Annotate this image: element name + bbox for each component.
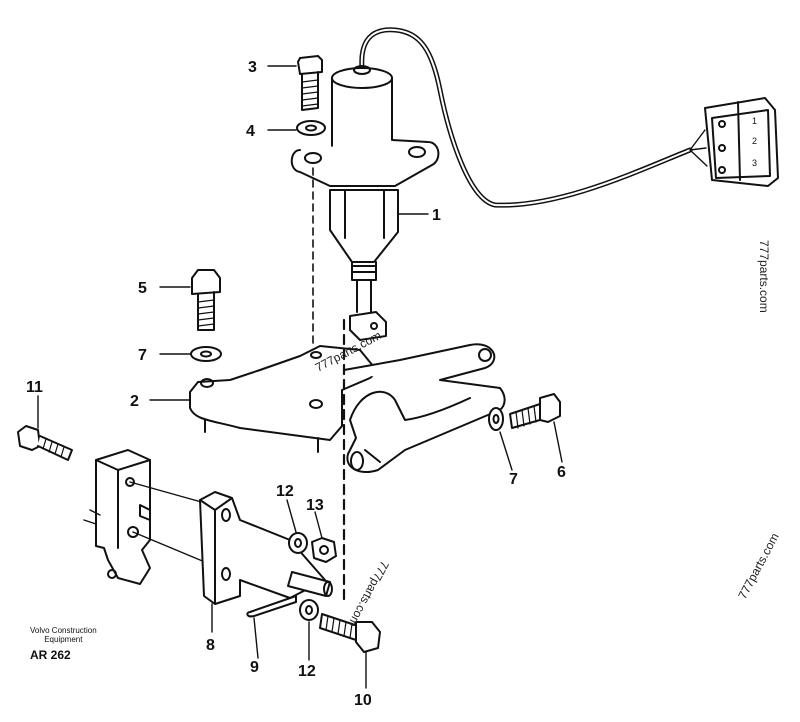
washer-4 (296, 120, 326, 136)
watermark: 777parts.com (757, 240, 771, 313)
callout-1: 1 (432, 207, 441, 224)
callout-10: 10 (354, 692, 372, 709)
callout-8: 8 (206, 637, 215, 654)
callout-3: 3 (248, 59, 257, 76)
bolt-3 (297, 55, 323, 111)
rod-end-clamp (83, 449, 151, 585)
callout-13: 13 (306, 497, 324, 514)
callout-6: 6 (557, 464, 566, 481)
washer-7-upper (190, 346, 222, 362)
nut-13 (311, 537, 337, 563)
callout-12-lower: 12 (298, 663, 316, 680)
split-pin-9 (246, 595, 297, 618)
callout-2: 2 (130, 393, 139, 410)
callout-11: 11 (26, 379, 43, 396)
callout-5: 5 (138, 280, 147, 297)
callout-4: 4 (246, 123, 255, 140)
washer-12-lower (299, 599, 319, 621)
bolt-10 (319, 613, 381, 653)
watermark: 777parts.com (345, 559, 391, 630)
figure-reference: AR 262 (30, 648, 71, 662)
connector-pin-3: 3 (752, 158, 757, 168)
pin-shaft (287, 571, 333, 597)
caption-line-2: Equipment (44, 635, 83, 644)
bolt-5 (191, 269, 221, 331)
solenoid-cable (359, 27, 693, 208)
electrical-connector (689, 97, 779, 187)
callout-12-upper: 12 (276, 483, 294, 500)
caption-line-1: Volvo Construction (30, 626, 97, 635)
connector-pin-2: 2 (752, 136, 757, 146)
callout-7-upper: 7 (138, 347, 147, 364)
bolt-6 (509, 393, 561, 429)
watermark: 777parts.com (735, 531, 781, 602)
stop-solenoid (290, 65, 440, 341)
callout-9: 9 (250, 659, 259, 676)
callout-7-lower: 7 (509, 471, 518, 488)
lever-arm (343, 343, 506, 473)
leader-lines (37, 65, 563, 689)
bolt-11 (17, 425, 73, 461)
washer-7-lower (488, 407, 504, 431)
connector-pin-1: 1 (752, 116, 757, 126)
publisher-caption: Volvo Construction Equipment (30, 626, 97, 644)
bracket-plate (189, 345, 379, 453)
washer-12-upper (288, 532, 308, 554)
